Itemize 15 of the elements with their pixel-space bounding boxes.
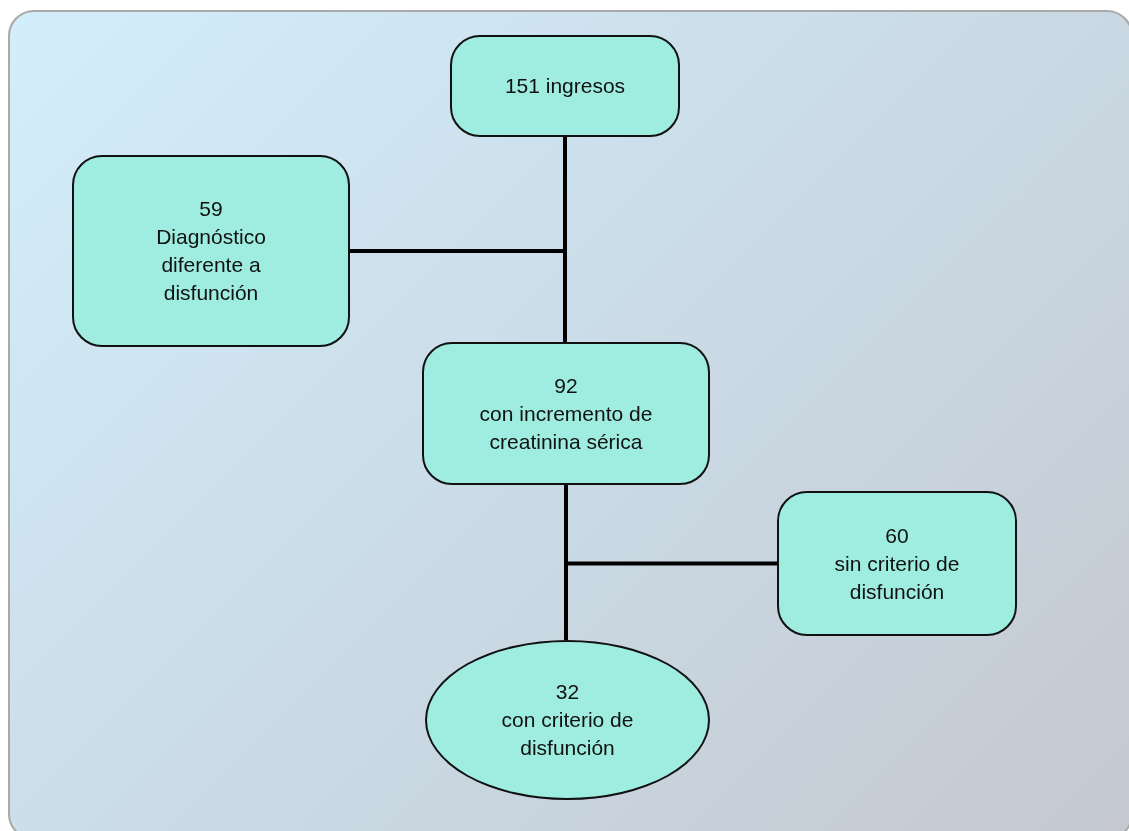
node-text: 151 ingresos — [504, 73, 626, 99]
node-text: 92 — [554, 372, 578, 399]
node-text: Diagnóstico diferente a disfunción — [155, 224, 267, 306]
rounded-box — [72, 155, 350, 347]
node-text: 59 — [199, 196, 223, 222]
rounded-box — [777, 491, 1017, 636]
node-text: con incremento de creatinina sérica — [478, 400, 654, 455]
node-text: 60 — [885, 522, 909, 549]
rounded-box — [450, 35, 680, 137]
rounded-box — [422, 342, 710, 485]
node-text: 32 — [555, 679, 580, 705]
connector-line — [350, 137, 567, 253]
node-text: con criterio de disfunción — [500, 707, 635, 761]
node-text: sin criterio de disfunción — [833, 550, 961, 605]
connector-line — [564, 485, 777, 566]
